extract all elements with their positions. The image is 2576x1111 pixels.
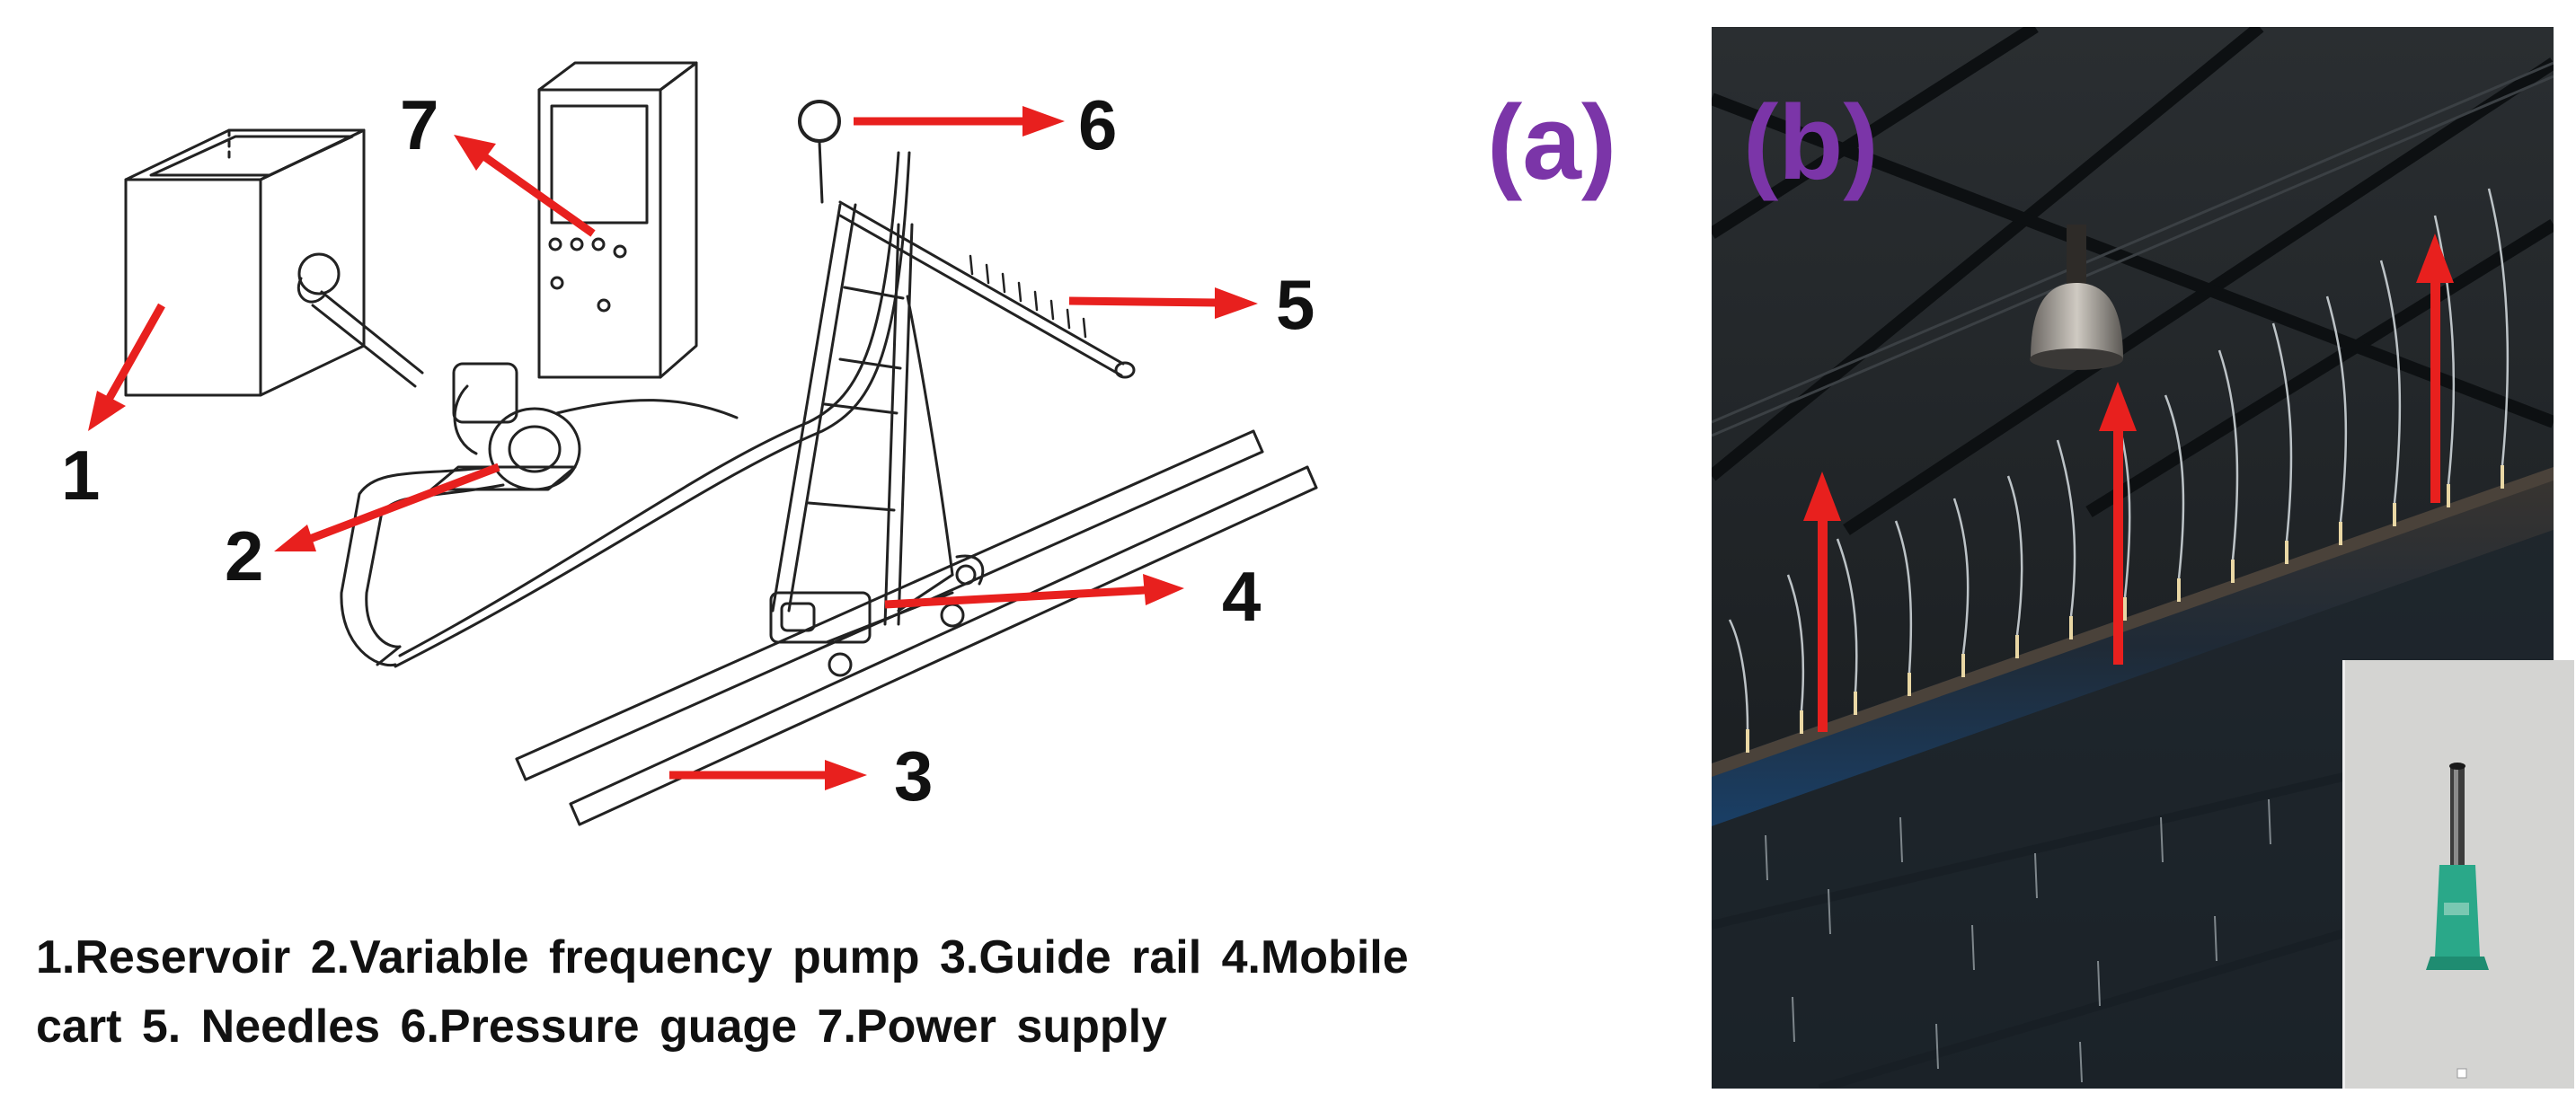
arrow-7 xyxy=(454,135,596,237)
legend-caption: 1.Reservoir 2.Variable frequency pump 3.… xyxy=(36,923,1653,1062)
callout-1: 1 xyxy=(61,436,101,515)
pressure-gauge-drawing xyxy=(798,100,841,204)
panel-label-b: (b) xyxy=(1743,84,1879,202)
apparatus-schematic xyxy=(88,61,1318,826)
arrow-5 xyxy=(1068,287,1258,319)
photo-arrows xyxy=(1803,234,2454,732)
callout-3: 3 xyxy=(894,736,934,816)
arrow-4 xyxy=(884,574,1184,609)
callout-2: 2 xyxy=(225,516,264,595)
callout-5: 5 xyxy=(1276,265,1315,344)
needle-icon xyxy=(2426,763,2489,970)
arrow-3 xyxy=(669,760,867,790)
arrow-1 xyxy=(88,303,165,431)
callout-7: 7 xyxy=(400,85,439,164)
power-supply-drawing xyxy=(537,61,698,379)
arrow-6 xyxy=(854,106,1065,137)
suction-pipe-drawing xyxy=(297,277,424,388)
callout-4: 4 xyxy=(1222,557,1261,636)
falling-drops xyxy=(1765,798,2271,1083)
needle-closeup-inset xyxy=(2342,660,2574,1089)
needle-boom-drawing xyxy=(838,200,1136,379)
arrow-2 xyxy=(274,463,500,551)
ceiling-lamp xyxy=(2030,225,2123,370)
reservoir-drawing xyxy=(124,128,366,397)
callout-6: 6 xyxy=(1078,85,1118,164)
caption-line-1: 1.Reservoir 2.Variable frequency pump 3.… xyxy=(36,931,1409,983)
caption-line-2: cart 5. Needles 6.Pressure guage 7.Power… xyxy=(36,1000,1167,1053)
water-jets xyxy=(1728,188,2510,730)
needle-row xyxy=(1746,465,2504,753)
panel-label-a: (a) xyxy=(1487,84,1617,202)
pump-drawing xyxy=(429,362,581,491)
callout-arrows xyxy=(88,106,1258,790)
hose-drawing xyxy=(394,151,911,668)
